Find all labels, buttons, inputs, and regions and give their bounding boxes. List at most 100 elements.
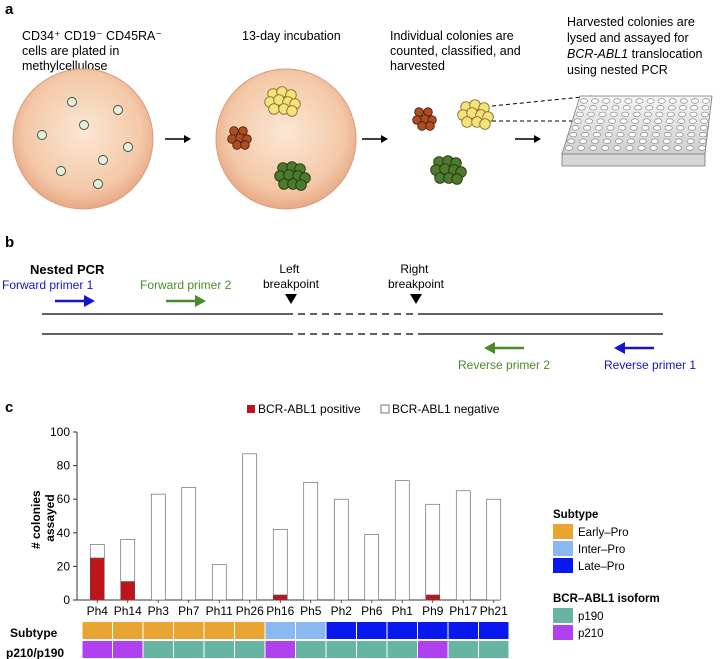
plate-well: [675, 131, 684, 138]
isoform-tile: [174, 641, 204, 658]
subtype-tile: [265, 622, 295, 639]
plate-well: [691, 98, 699, 104]
x-tick-label: Ph14: [114, 604, 142, 618]
subtype-legend-swatch: [553, 524, 573, 539]
plate-well: [601, 145, 610, 151]
y-tick-label: 60: [57, 492, 71, 506]
legend-label-negative: BCR-ABL1 negative: [392, 402, 500, 416]
plate-well: [700, 111, 709, 118]
annotation-tiles: [82, 622, 509, 658]
colony-cell: [268, 103, 280, 115]
isoform-tile: [387, 641, 417, 658]
isoform-tile: [235, 641, 265, 658]
reverse-primer-1-label: Reverse primer 1: [604, 358, 696, 372]
subtype-tile: [357, 622, 387, 639]
petri-dish-incubated: [215, 68, 357, 210]
plate-well: [654, 118, 663, 124]
subtype-tile: [387, 622, 417, 639]
colony-cell: [295, 179, 307, 191]
plate-well: [665, 118, 674, 124]
plate-well: [609, 111, 618, 118]
plate-well: [569, 131, 578, 138]
yellow-colony: [457, 99, 494, 130]
subtype-tile: [235, 622, 265, 639]
subtype-tile: [296, 622, 326, 639]
plate-well: [616, 131, 625, 138]
plate-well: [657, 98, 666, 104]
plate-well: [602, 98, 611, 104]
brown-colony: [227, 126, 252, 150]
subtype-tile: [326, 622, 356, 639]
y-axis-title: # colonies assayed: [29, 487, 57, 549]
x-tick-label: Ph7: [178, 604, 200, 618]
plate-well: [676, 125, 685, 131]
isoform-legend-swatch: [553, 608, 573, 623]
plate-well: [678, 111, 687, 118]
plate-well: [690, 105, 699, 111]
y-tick-label: 100: [50, 425, 70, 439]
petri-dish-cells-plated: [12, 68, 154, 210]
isoform-tile: [143, 641, 173, 658]
bar-positive: [272, 594, 288, 601]
colony-cell: [461, 116, 473, 128]
plate-well: [589, 145, 598, 151]
plate-well: [699, 131, 708, 138]
plate-well: [689, 111, 698, 118]
plate-well: [619, 118, 628, 124]
colony-cell: [414, 107, 424, 117]
plate-well: [687, 131, 696, 138]
plate-well: [591, 138, 599, 144]
colony-cell: [229, 126, 239, 136]
plate-well: [615, 138, 623, 144]
colony-cell: [232, 140, 242, 150]
bar-negative: [89, 544, 105, 559]
y-tick-label: 40: [57, 526, 71, 540]
subtype-tile: [174, 622, 204, 639]
plate-well: [565, 145, 573, 151]
plate-well: [655, 111, 664, 118]
arrow-2: [362, 135, 388, 143]
colony-cell: [286, 105, 298, 117]
plate-well: [650, 138, 659, 144]
bar-negative: [150, 493, 166, 601]
x-tick-label: Ph9: [422, 604, 444, 618]
brown-colony: [412, 107, 437, 131]
bar-negative: [211, 564, 227, 601]
plate-well: [653, 125, 661, 131]
x-tick-label: Ph1: [392, 604, 414, 618]
chart-legend: BCR-ABL1 positive BCR-ABL1 negative: [247, 402, 500, 416]
step3-text: Individual colonies are counted, classif…: [390, 29, 524, 73]
plate-well: [580, 98, 588, 104]
plate-well: [629, 125, 638, 131]
plate-well: [604, 131, 613, 138]
harvested-colonies: [412, 99, 494, 185]
colony-cell: [425, 121, 435, 131]
isoform-tile: [357, 641, 387, 658]
plate-well: [603, 138, 611, 144]
plate-well: [577, 145, 585, 151]
x-tick-label: Ph16: [266, 604, 294, 618]
panel-c: c BCR-ABL1 positive BCR-ABL1 negative # …: [5, 399, 660, 659]
legend-label-positive: BCR-ABL1 positive: [258, 402, 361, 416]
plate-well: [698, 138, 707, 144]
plate-well: [679, 105, 687, 111]
x-tick-label: Ph3: [148, 604, 170, 618]
plate-well: [583, 125, 591, 131]
plate-well: [652, 131, 660, 138]
bar-positive: [425, 594, 441, 601]
plate-well: [699, 125, 708, 131]
plate-well: [698, 145, 706, 151]
plate-well: [641, 125, 650, 131]
subtype-legend-label: Inter–Pro: [578, 544, 625, 556]
subtype-legend-label: Late–Pro: [578, 561, 625, 573]
subtype-legend-swatch: [553, 558, 573, 573]
bar-negative: [486, 498, 502, 601]
y-tick-label: 0: [63, 593, 70, 607]
plate-well: [608, 118, 617, 124]
plate-well: [600, 105, 609, 111]
plate-well: [649, 145, 658, 151]
plate-well: [575, 111, 584, 118]
x-tick-label: Ph4: [87, 604, 109, 618]
plate-well: [631, 118, 640, 124]
